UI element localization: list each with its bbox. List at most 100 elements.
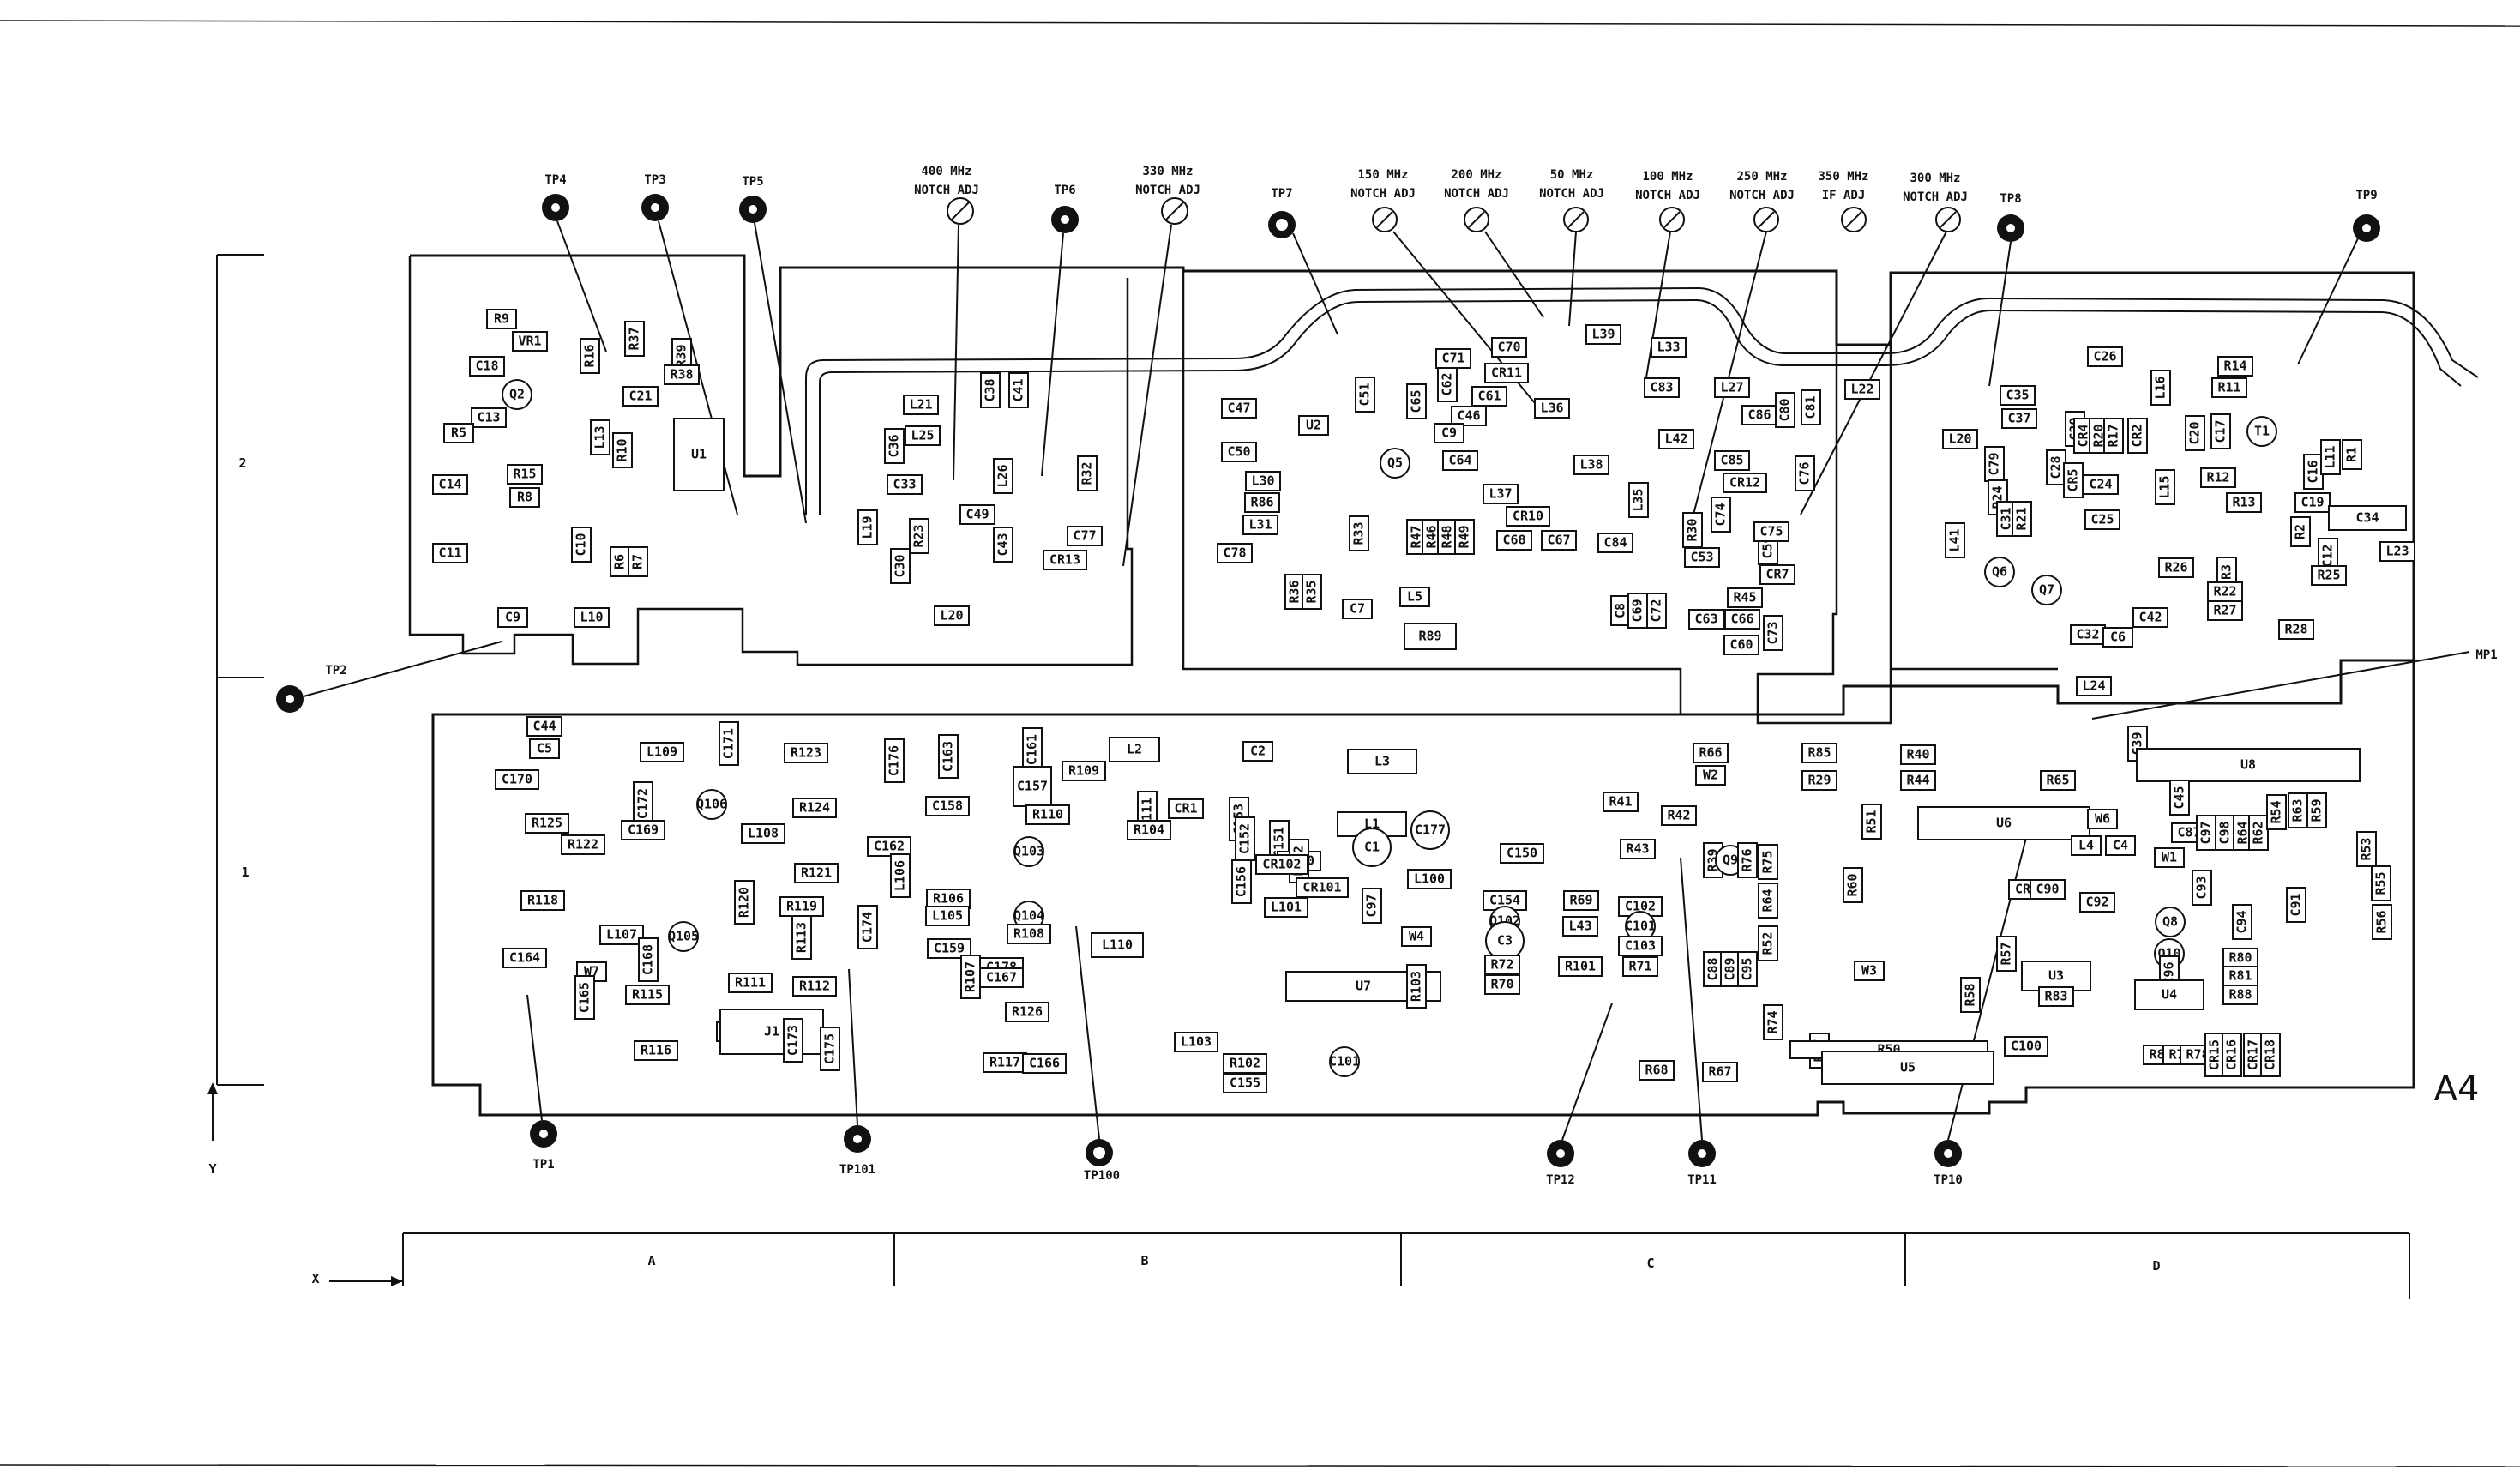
component-c63: C63	[1688, 609, 1724, 630]
component-label: C177	[1415, 822, 1446, 838]
component-label: C13	[477, 410, 500, 425]
component-label: C83	[1650, 380, 1673, 395]
component-r65: R65	[2040, 770, 2076, 791]
component-label: R33	[1351, 521, 1367, 545]
component-label: R16	[582, 344, 598, 367]
component-label: R17	[2106, 424, 2121, 447]
component-label: C9	[505, 610, 520, 625]
component-label: R58	[1963, 983, 1978, 1006]
component-label: CR16	[2224, 1039, 2240, 1070]
component-label: L16	[2153, 376, 2168, 399]
component-label: Q2	[509, 387, 525, 402]
component-l20: L20	[934, 605, 970, 626]
component-r76: R76	[1737, 842, 1758, 878]
component-label: R64	[1760, 889, 1776, 912]
component-label: C158	[932, 798, 963, 814]
component-c42: C42	[2132, 607, 2168, 628]
component-label: L1	[1364, 816, 1380, 832]
component-c68: C68	[1496, 530, 1532, 551]
component-r52: R52	[1758, 925, 1778, 961]
component-label: C61	[1477, 389, 1501, 404]
component-label: C19	[2300, 495, 2324, 510]
component-label: C85	[1720, 453, 1743, 468]
component-c75: C75	[1753, 521, 1789, 542]
component-label: C46	[1457, 408, 1480, 424]
component-label: C36	[887, 434, 902, 457]
component-label: Q104	[1013, 908, 1044, 924]
component-r16: R16	[580, 338, 600, 374]
adjust-400-freq: 400 MHz	[921, 165, 971, 178]
component-r27: R27	[2207, 600, 2243, 621]
component-label: R44	[1906, 773, 1929, 788]
component-label: R45	[1733, 590, 1756, 605]
component-label: U8	[2240, 757, 2256, 773]
component-c100: C100	[2004, 1036, 2048, 1057]
component-r115: R115	[625, 985, 670, 1005]
component-label: C156	[1234, 866, 1249, 897]
adjust-350-freq: 350 MHz	[1818, 170, 1868, 184]
component-r6: R6	[610, 546, 630, 577]
component-c66: C66	[1724, 609, 1760, 630]
component-r26: R26	[2158, 557, 2194, 578]
component-c164: C164	[502, 948, 547, 968]
component-r5: R5	[443, 423, 474, 443]
component-c28: C28	[2046, 449, 2066, 485]
component-c169: C169	[621, 820, 665, 840]
component-r30: R30	[1682, 512, 1703, 548]
component-r89: R89	[1404, 623, 1457, 650]
component-c4: C4	[2105, 835, 2136, 856]
component-label: C162	[874, 839, 905, 854]
component-label: R27	[2213, 603, 2236, 618]
component-c11: C11	[432, 543, 468, 563]
component-label: R52	[1760, 931, 1776, 955]
component-label: L24	[2082, 678, 2105, 694]
component-label: R101	[1565, 959, 1596, 974]
component-l27: L27	[1714, 377, 1750, 398]
component-label: C78	[1223, 545, 1246, 561]
adjust-400-name: NOTCH ADJ	[914, 184, 979, 197]
component-label: C47	[1227, 401, 1250, 416]
component-r29: R29	[1801, 770, 1837, 791]
component-label: T1	[2254, 424, 2270, 439]
component-c161: C161	[1022, 727, 1043, 772]
component-c32: C32	[2070, 624, 2106, 645]
component-label: L43	[1568, 919, 1591, 934]
component-r63: R63	[2288, 792, 2308, 828]
component-c95: C95	[1737, 951, 1758, 987]
component-c13: C13	[471, 407, 507, 428]
component-c171: C171	[719, 721, 739, 766]
component-c101: C101	[1329, 1046, 1360, 1077]
component-r106: R106	[926, 889, 971, 909]
row-2-label: 2	[238, 455, 246, 471]
component-label: R48	[1440, 525, 1455, 548]
component-label: C72	[1649, 599, 1664, 622]
component-l38: L38	[1573, 455, 1609, 475]
component-c91: C91	[2286, 887, 2306, 923]
tp12-label: TP12	[1546, 1173, 1575, 1187]
component-label: R116	[641, 1043, 671, 1058]
component-label: R123	[791, 745, 821, 761]
component-label: R26	[2164, 560, 2187, 575]
component-label: C31	[1999, 507, 2014, 530]
component-r57: R57	[1996, 936, 2017, 972]
component-r23: R23	[909, 518, 929, 554]
component-label: R38	[670, 367, 693, 383]
grid-frame	[0, 20, 2520, 1467]
component-label: R104	[1134, 822, 1164, 838]
component-u3: U3	[2021, 961, 2091, 991]
component-r72: R72	[1484, 955, 1520, 975]
component-label: C8	[1613, 603, 1628, 618]
component-q104: Q104	[1013, 901, 1044, 931]
component-label: R22	[2213, 584, 2236, 599]
component-u5: U5	[1821, 1051, 1994, 1085]
component-label: C7	[1350, 601, 1365, 617]
component-r110: R110	[1025, 804, 1070, 825]
component-r28: R28	[2278, 619, 2314, 640]
component-r49: R49	[1454, 519, 1475, 555]
component-label: R39	[674, 344, 689, 367]
component-label: R20	[2091, 424, 2107, 447]
component-q103: Q103	[1013, 836, 1044, 867]
component-label: C20	[2187, 421, 2203, 444]
component-label: C103	[1625, 938, 1656, 954]
component-l20: L20	[1942, 429, 1978, 449]
